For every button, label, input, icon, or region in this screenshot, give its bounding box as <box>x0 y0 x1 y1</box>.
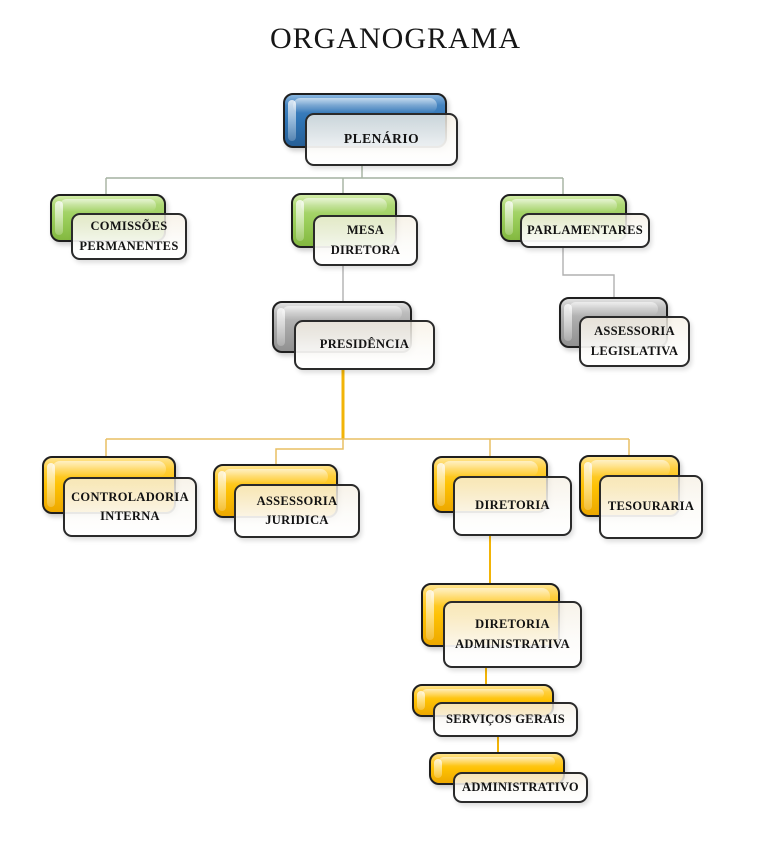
mesa-diretora-label: MESA DIRETORA <box>330 223 401 257</box>
administrativo-label: ADMINISTRATIVO <box>462 779 579 794</box>
servicos-gerais-label-box: SERVIÇOS GERAIS <box>433 702 578 737</box>
mesa-diretora-label-box: MESA DIRETORA <box>313 215 418 266</box>
controladoria-interna-label: CONTROLADORIA INTERNA <box>71 489 189 523</box>
assessoria-juridica-label: ASSESSORIA JURIDICA <box>256 493 338 527</box>
connectors-diretoria-chain <box>485 536 499 752</box>
plenario-label-box: PLENÁRIO <box>305 113 458 166</box>
comissoes-permanentes-label: COMISSÕES PERMANENTES <box>79 219 179 253</box>
assessoria-juridica-label-box: ASSESSORIA JURIDICA <box>234 484 360 538</box>
presidencia-label: PRESIDÊNCIA <box>319 337 410 352</box>
connectors-presidencia-children <box>105 370 630 464</box>
plenario-label: PLENÁRIO <box>343 131 420 147</box>
controladoria-interna-label-box: CONTROLADORIA INTERNA <box>63 477 197 537</box>
diretoria-administrativa-label-box: DIRETORIA ADMINISTRATIVA <box>443 601 582 668</box>
tesouraria-label-box: TESOURARIA <box>599 475 703 539</box>
assessoria-legislativa-label: ASSESSORIA LEGISLATIVA <box>590 324 679 358</box>
servicos-gerais-label: SERVIÇOS GERAIS <box>445 711 566 726</box>
comissoes-permanentes-label-box: COMISSÕES PERMANENTES <box>71 213 187 260</box>
tesouraria-label: TESOURARIA <box>607 499 695 514</box>
parlamentares-label-box: PARLAMENTARES <box>520 213 650 248</box>
connectors-gray <box>342 248 615 301</box>
parlamentares-label: PARLAMENTARES <box>527 222 643 237</box>
administrativo-label-box: ADMINISTRATIVO <box>453 772 588 803</box>
connectors-plenario-children <box>105 166 564 195</box>
diretoria-administrativa-label: DIRETORIA ADMINISTRATIVA <box>455 617 570 651</box>
presidencia-label-box: PRESIDÊNCIA <box>294 320 435 370</box>
page-title: ORGANOGRAMA <box>269 22 521 55</box>
diretoria-label: DIRETORIA <box>475 498 550 513</box>
assessoria-legislativa-label-box: ASSESSORIA LEGISLATIVA <box>579 316 690 367</box>
diretoria-label-box: DIRETORIA <box>453 476 572 536</box>
